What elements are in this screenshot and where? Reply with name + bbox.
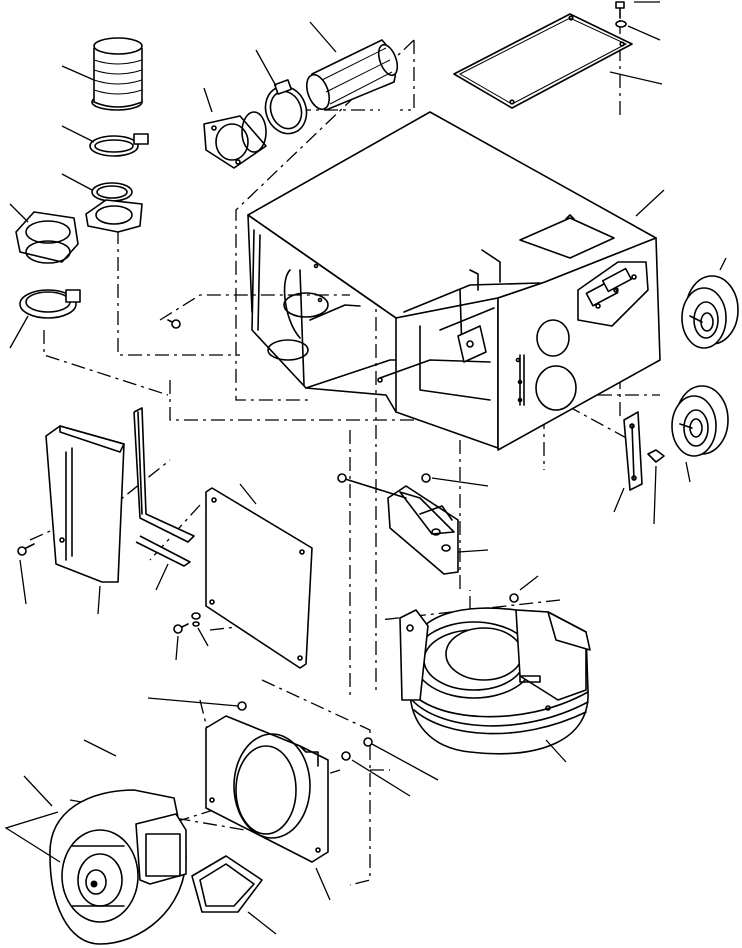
gasket-ring-left: [91, 182, 133, 202]
main-housing: [247, 111, 661, 451]
blower-right: [399, 593, 591, 755]
hose-clamp-left-upper: [89, 133, 149, 157]
gasket-square-bottom: [191, 855, 263, 913]
leader-lines: [4, 1, 727, 935]
hose-clamp-left-lower: [19, 289, 81, 319]
blower-left-bottom: [49, 789, 187, 945]
slide-strip-right: [623, 411, 643, 491]
duct-flange-left: [15, 211, 79, 264]
small-screw-left-mid: [167, 319, 181, 329]
access-panel: [205, 487, 313, 669]
screw-bracket-left: [17, 543, 35, 556]
hose-clamp-center: [264, 79, 308, 135]
side-bracket-left: [45, 425, 125, 583]
blower-bracket-bottom: [205, 701, 373, 863]
control-knob-lower: [671, 385, 729, 457]
flex-duct-left: [91, 37, 143, 111]
flex-duct-center: [305, 39, 399, 111]
cover-plate: [453, 13, 633, 109]
mounting-bracket-center: [337, 473, 459, 575]
screw-panel: [173, 612, 201, 634]
top-screw: [615, 1, 627, 28]
duct-flange-center: [203, 111, 267, 169]
control-knob-upper: [681, 275, 739, 349]
seal-strip-l-shape: [133, 407, 195, 567]
small-nut-right: [647, 449, 665, 463]
duct-flange-left-upper: [85, 199, 143, 233]
